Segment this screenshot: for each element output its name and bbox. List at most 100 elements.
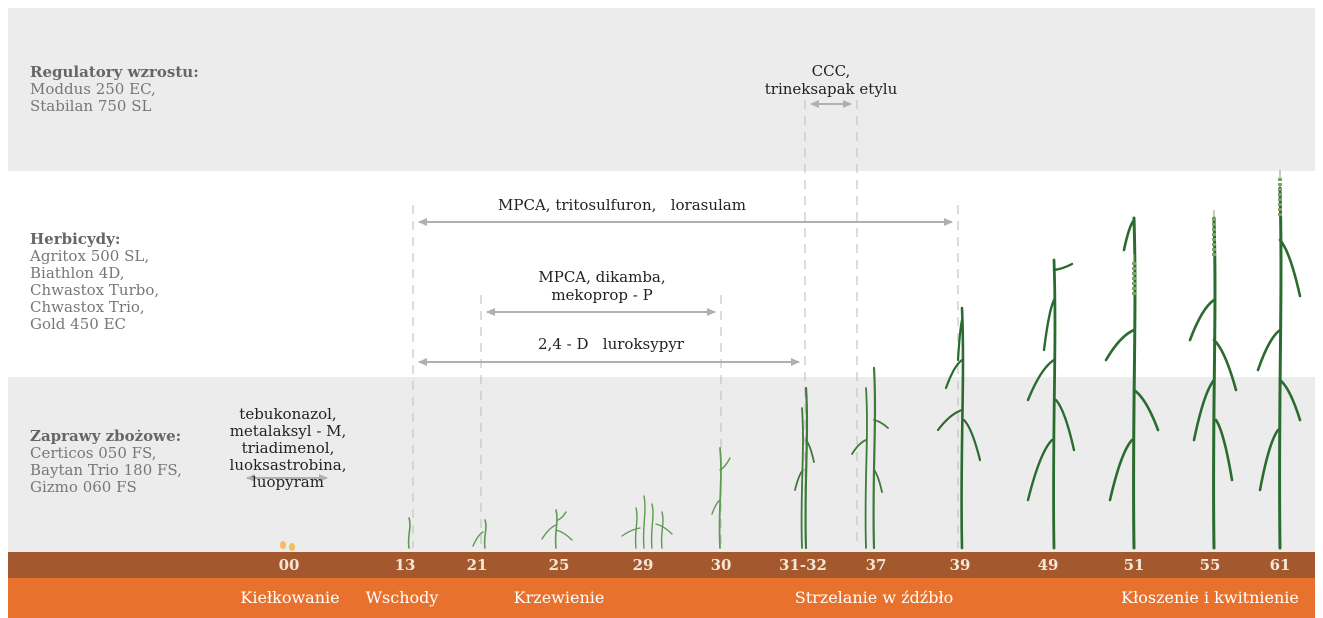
label-line: mekoprop - P: [551, 286, 653, 304]
stage-number: 31-32: [779, 556, 827, 574]
plant-stem: [718, 447, 722, 549]
group-title: Zaprawy zbożowe:: [30, 427, 182, 445]
group-item: Baytan Trio 180 FS,: [30, 461, 182, 479]
application-label-24d: 2,4 - D luroksypyr: [538, 335, 684, 353]
plant-leaf: [719, 457, 731, 471]
plant-leaf: [472, 531, 484, 547]
plant-leaf: [873, 419, 889, 429]
plant-leaf: [1026, 358, 1056, 402]
plant-stem: [483, 519, 487, 549]
herbicides-band: [8, 171, 1315, 377]
plant-stem: [650, 503, 654, 549]
group-item: Gizmo 060 FS: [30, 478, 137, 496]
plant-stem: [864, 387, 868, 549]
group-item: Gold 450 EC: [30, 315, 127, 333]
plant-leaf: [711, 499, 721, 515]
group-herbicides: Herbicydy: Agritox 500 SL, Biathlon 4D, …: [30, 231, 159, 333]
application-label-seed-treatment: tebukonazol, metalaksyl - M, triadimenol…: [230, 406, 347, 491]
plant-leaf: [794, 469, 804, 491]
stage-number: 25: [548, 556, 570, 574]
plant-leaf: [805, 439, 815, 463]
phase-label: Kiełkowanie: [240, 588, 340, 607]
plant-stem: [1052, 258, 1057, 550]
plant-leaf: [1212, 338, 1238, 392]
label-line: luopyram: [252, 473, 324, 491]
label-line: MPCA, tritosulfuron, lorasulam: [498, 196, 746, 214]
plant-stem: [642, 495, 646, 549]
label-line: triadimenol,: [241, 439, 335, 457]
group-item: Certicos 050 FS,: [30, 444, 157, 462]
stage-number: 55: [1199, 556, 1221, 574]
bbch-scale-bar: [8, 552, 1315, 578]
stage-number: 39: [949, 556, 971, 574]
group-item: Chwastox Trio,: [30, 298, 145, 316]
plant-stem: [660, 511, 664, 549]
label-line: luoksastrobina,: [229, 456, 347, 474]
plant-leaf: [541, 524, 557, 540]
phase-label: Wschody: [365, 588, 439, 607]
plant-leaf: [1122, 218, 1136, 252]
plant-leaf: [1026, 438, 1054, 502]
group-growth-regulators: Regulatory wzrostu: Moddus 250 EC, Stabi…: [30, 64, 199, 115]
plant-stem: [872, 366, 877, 550]
plant-leaf: [1042, 298, 1056, 352]
plant-leaf: [956, 318, 964, 362]
group-item: Stabilan 750 SL: [30, 97, 152, 115]
group-item: Chwastox Turbo,: [30, 281, 160, 299]
plant-leaf: [1108, 438, 1134, 502]
seed: [289, 543, 295, 551]
plant-stem: [960, 306, 965, 550]
plant-stem: [634, 507, 638, 549]
stage-number: 61: [1269, 556, 1291, 574]
stage-number: 21: [466, 556, 488, 574]
plant-leaf: [555, 529, 573, 541]
plant-leaf: [1258, 428, 1280, 492]
label-line: tebukonazol,: [239, 405, 337, 423]
plant-leaf: [1104, 328, 1136, 362]
plant-leaf: [944, 358, 964, 390]
stage-number: 51: [1123, 556, 1145, 574]
application-label-ccc: CCC, trineksapak etylu: [765, 62, 898, 98]
stage-number: 49: [1037, 556, 1059, 574]
group-item: Moddus 250 EC,: [30, 80, 156, 98]
phase-bar: [8, 578, 1315, 618]
label-line: trineksapak etylu: [764, 80, 898, 98]
plant-leaf: [557, 511, 567, 521]
phase-label: Strzelanie w źdźbło: [794, 588, 954, 607]
label-line: 2,4 - D luroksypyr: [538, 335, 684, 353]
plant-stem: [1278, 186, 1283, 550]
phase-label: Krzewienie: [513, 588, 605, 607]
plant-leaf: [1192, 378, 1216, 442]
plant-leaf: [962, 418, 982, 462]
plant-stem: [554, 509, 558, 549]
plant-leaf: [1188, 298, 1216, 342]
application-label-mpca-tritosulfuron: MPCA, tritosulfuron, lorasulam: [498, 196, 746, 214]
plant-leaf: [1256, 328, 1282, 372]
label-line: metalaksyl - M,: [229, 422, 347, 440]
plant-leaf: [1054, 398, 1076, 452]
group-item: Biathlon 4D,: [30, 264, 125, 282]
plant-leaf: [1052, 262, 1074, 272]
seed-treatments-band: [8, 377, 1315, 552]
seed: [280, 541, 286, 549]
plant-leaf: [655, 523, 673, 535]
plant-leaf: [1278, 238, 1302, 298]
label-line: CCC,: [811, 62, 851, 80]
group-title: Herbicydy:: [30, 230, 121, 248]
plant-leaf: [621, 527, 641, 537]
plant-stem: [1132, 216, 1137, 550]
plant-stem: [1212, 216, 1217, 550]
plant-leaf: [1214, 418, 1234, 482]
plant-leaf: [936, 408, 964, 432]
plant-stem: [800, 407, 804, 549]
stage-number: 00: [278, 556, 300, 574]
group-item: Agritox 500 SL,: [30, 247, 150, 265]
plant-leaf: [873, 469, 883, 493]
plant-leaf: [851, 439, 867, 455]
stage-number: 30: [710, 556, 732, 574]
phase-label: Kłoszenie i kwitnienie: [1121, 588, 1299, 607]
group-title: Regulatory wzrostu:: [30, 63, 199, 81]
plant-stem: [804, 386, 809, 550]
